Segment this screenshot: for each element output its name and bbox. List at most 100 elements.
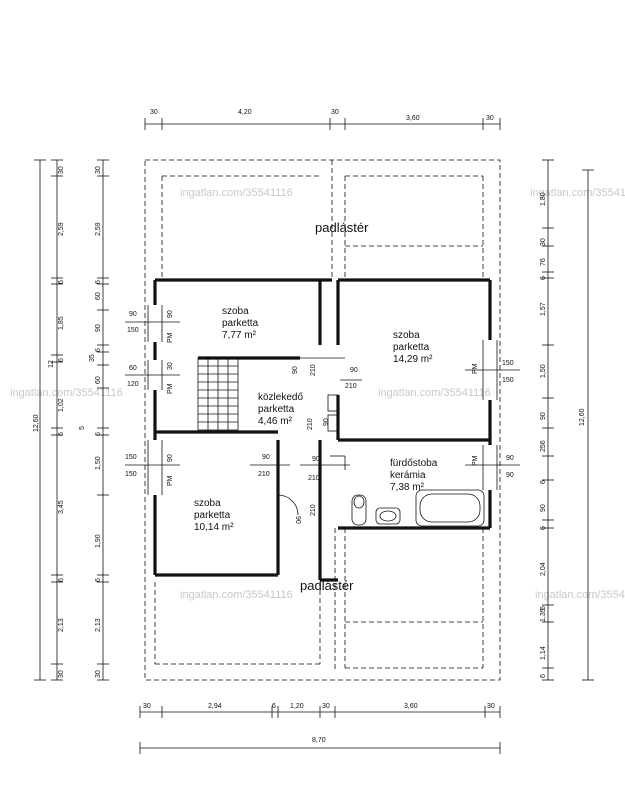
bath-floor: kerámia (390, 470, 426, 481)
window-width: 60 (129, 365, 137, 372)
left-outer-dimension-line: 30 2,59 6 1,85 6 12 1,02 6 3,45 6 2,13 3… (33, 159, 65, 681)
room3-area: 10,14 m² (194, 522, 234, 533)
dim-label: 1,85 (58, 316, 65, 330)
door-width: 90 (312, 456, 320, 463)
dim-label: 76 (540, 258, 547, 266)
dim-label: 90 (95, 324, 102, 332)
window-width: 150 (125, 454, 137, 461)
dim-label: 2,94 (208, 703, 222, 710)
bathroom-fixtures (330, 455, 485, 527)
dim-label: 6 (95, 432, 102, 436)
door-height: 210 (310, 504, 317, 516)
dim-label: 6 (540, 606, 547, 610)
dim-label: 30 (150, 109, 158, 116)
dim-label: 1,57 (540, 302, 547, 316)
dim-label: 1,02 (58, 398, 65, 412)
attic-outline (144, 159, 501, 681)
dim-label: 1,50 (95, 456, 102, 470)
bathtub-icon (415, 489, 485, 527)
dim-label: 1,14 (540, 646, 547, 660)
dim-label: 6 (58, 432, 65, 436)
dim-label: 1,90 (95, 534, 102, 548)
room3-name: szoba (194, 498, 221, 509)
hall-name: közlekedő (258, 392, 303, 403)
total-width-label: 8,70 (312, 737, 326, 744)
pm-label: PM (167, 332, 174, 343)
dim-label: 6 (272, 703, 276, 710)
dim-label: 6 (540, 674, 547, 678)
door-height: 210 (345, 383, 357, 390)
pm-label: PM (167, 475, 174, 486)
door-width: 90 (323, 418, 330, 426)
dim-label: 5 (79, 426, 86, 430)
sink-icon (375, 507, 401, 525)
window-sill: 90 (167, 454, 174, 462)
dim-label: 30 (322, 703, 330, 710)
dim-label: 2,04 (540, 562, 547, 576)
dim-label: 3,60 (406, 115, 420, 122)
window-height: 90 (506, 472, 514, 479)
top-dimension-line: 30 4,20 30 3,60 30 (144, 109, 501, 130)
dim-label: 30 (95, 670, 102, 678)
room2-floor: parketta (393, 342, 430, 353)
right-total-label: 12,60 (579, 408, 586, 426)
dim-label: 30 (95, 166, 102, 174)
watermark: ingatlan.com/35541116 (530, 187, 625, 199)
bottom-dimension-line: 30 2,94 6 1,20 30 3,60 30 8,70 (139, 703, 501, 754)
windows (125, 305, 520, 495)
dim-label: 6 (58, 358, 65, 362)
dim-label: 1,35 (540, 608, 547, 622)
door-width: 90 (294, 516, 301, 524)
dim-label: 4,20 (238, 109, 252, 116)
pm-label: PM (167, 383, 174, 394)
dim-label: 6 (95, 348, 102, 352)
door-width: 90 (262, 454, 270, 461)
left-inner-dimension-line: 30 2,59 6 60 90 6 35 60 5 6 1,50 1,90 6 … (79, 159, 109, 681)
dim-label: 1,50 (540, 364, 547, 378)
pm-label: PM (472, 455, 479, 466)
window-height: 150 (125, 471, 137, 478)
bath-name: fürdőstoba (390, 458, 438, 469)
window-width: 150 (502, 360, 514, 367)
dim-label: 3,45 (58, 500, 65, 514)
dim-label: 6 (95, 578, 102, 582)
bath-area: 7,38 m² (390, 482, 425, 493)
dim-label: 30 (58, 166, 65, 174)
watermark: ingatlan.com/35541116 (535, 589, 625, 601)
dim-label: 2,13 (58, 618, 65, 632)
door-labels: 90 210 90 210 90 210 90 210 90 210 90 21… (250, 357, 362, 524)
pm-label: PM (472, 363, 479, 374)
dim-label: 2,59 (95, 222, 102, 236)
staircase (197, 357, 239, 431)
right-inner-dimension-line: 1,80 30 76 6 1,57 1,50 90 256 6 90 6 2,0… (540, 159, 594, 681)
dim-label: 6 (540, 480, 547, 484)
toilet-icon (351, 494, 367, 526)
left-total-label: 12,60 (33, 414, 40, 432)
window-width: 90 (129, 311, 137, 318)
room1-name: szoba (222, 306, 249, 317)
room1-floor: parketta (222, 318, 259, 329)
door-width: 90 (292, 366, 299, 374)
door-height: 210 (310, 364, 317, 376)
window-labels: 90 150 PM 90 60 120 PM 30 150 150 PM 90 … (125, 310, 514, 486)
dim-label: 30 (331, 109, 339, 116)
room-labels: padlástér padlástér szoba parketta 7,77 … (194, 220, 438, 593)
watermark: ingatlan.com/35541116 (378, 387, 491, 399)
dim-label: 12 (48, 360, 55, 368)
dim-label: 6 (540, 276, 547, 280)
dim-label: 6 (95, 280, 102, 284)
attic-top-label: padlástér (315, 220, 369, 235)
dim-label: 1,80 (540, 192, 547, 206)
chimney-icon (327, 394, 339, 412)
window-height: 150 (502, 377, 514, 384)
watermarks: ingatlan.com/35541116 ingatlan.com/35541… (10, 187, 625, 601)
door-swing-icon (277, 494, 299, 516)
dim-label: 90 (540, 412, 547, 420)
watermark: ingatlan.com/35541116 (180, 187, 293, 199)
window-height: 120 (127, 381, 139, 388)
door-swings (277, 394, 339, 516)
dim-label: 6 (58, 578, 65, 582)
dim-label: 60 (95, 292, 102, 300)
dim-label: 90 (540, 504, 547, 512)
